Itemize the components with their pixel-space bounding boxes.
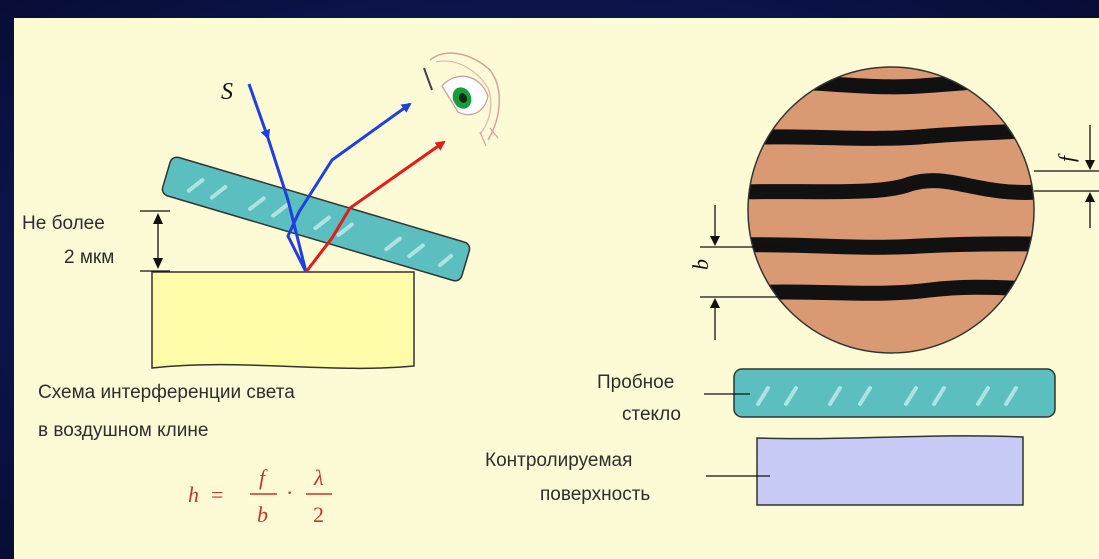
surface-block bbox=[756, 435, 1024, 506]
reflected-ray-red bbox=[304, 140, 446, 273]
fringe-3 bbox=[748, 173, 1034, 200]
formula: h = f b · λ 2 bbox=[188, 465, 332, 527]
gap-dimension bbox=[140, 210, 170, 272]
b-symbol: b bbox=[688, 259, 713, 270]
tilted-glass-plate bbox=[161, 156, 471, 282]
caption-line2: в воздушном клине bbox=[38, 420, 208, 441]
fringe-disk bbox=[747, 66, 1035, 354]
surface-label-line1: Контролируемая bbox=[485, 450, 632, 471]
fringe-5 bbox=[748, 279, 1034, 302]
formula-eq: = bbox=[211, 482, 223, 507]
formula-dot: · bbox=[286, 480, 293, 505]
base-block bbox=[151, 271, 415, 370]
caption-line1: Схема интерференции света bbox=[38, 382, 295, 403]
test-glass-label-line1: Пробное bbox=[597, 372, 674, 393]
fringe-2 bbox=[748, 122, 1034, 146]
reflected-ray-blue bbox=[297, 102, 412, 213]
fringe-4 bbox=[748, 236, 1034, 255]
f-symbol: f bbox=[1054, 153, 1079, 162]
test-glass-label-line2: стекло bbox=[622, 404, 681, 425]
gap-label-line2: 2 мкм bbox=[64, 247, 114, 268]
b-dimension bbox=[700, 205, 790, 340]
surface-label-line2: поверхность bbox=[540, 484, 650, 505]
source-label: S bbox=[221, 79, 233, 105]
formula-lambda: λ bbox=[313, 465, 324, 490]
formula-h: h bbox=[188, 482, 199, 507]
formula-2: 2 bbox=[313, 502, 324, 527]
test-glass-plate bbox=[733, 368, 1056, 418]
formula-b: b bbox=[257, 502, 268, 527]
light-rays bbox=[247, 83, 446, 273]
eye-icon bbox=[423, 52, 501, 147]
formula-f: f bbox=[259, 465, 268, 490]
incident-ray bbox=[247, 83, 271, 140]
f-dimension bbox=[1034, 125, 1099, 228]
gap-label-line1: Не более bbox=[22, 213, 105, 234]
